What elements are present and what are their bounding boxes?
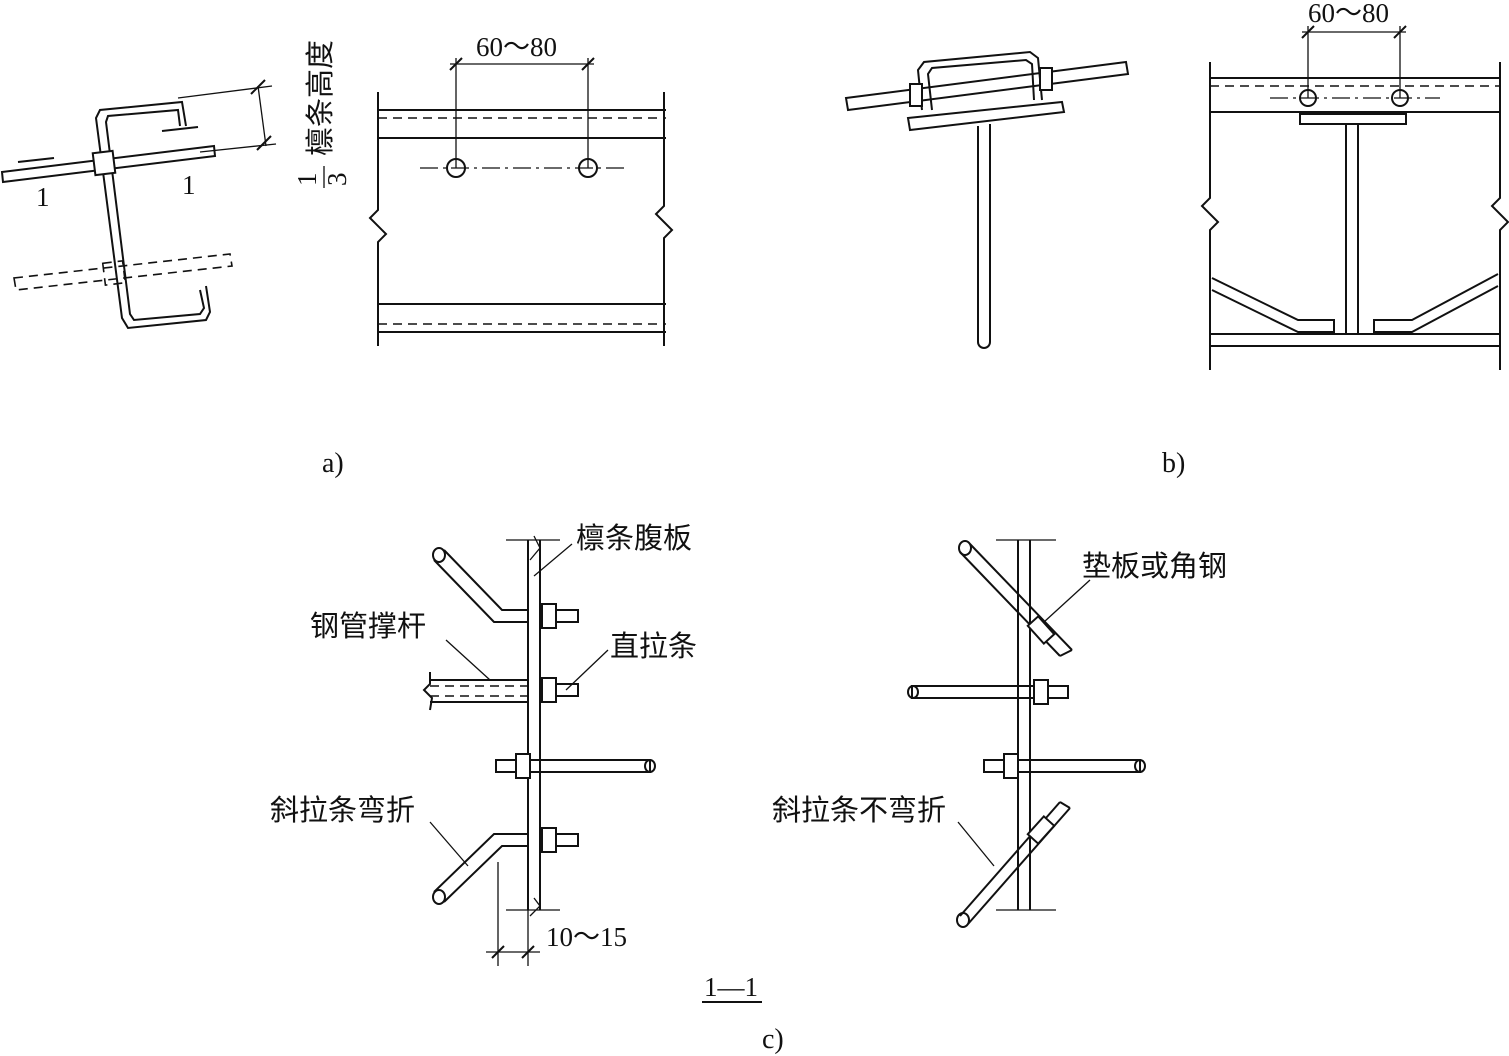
label-steel-pipe-strut: 钢管撑杆 [310,609,426,643]
figure-a-elevation: 60～80 [368,32,674,346]
diag-bent-upper-a [433,559,528,623]
break-line-b-right [1490,62,1509,370]
leader-pad [1043,579,1091,623]
section-cut-left [17,157,55,163]
nut-c3 [515,753,531,779]
leader-pipe [445,639,491,681]
height-label: 檩条高度 [303,40,337,156]
label-purlin-web: 檩条腹板 [576,521,692,555]
height-dimension-label: 1 3 檩条高度 [292,40,352,188]
diag-bent-lower-b [443,845,528,903]
diagonal-left-b [1211,277,1335,333]
diagonal-right-b [1373,273,1499,333]
tie-rod-dashed [13,253,233,291]
leader-not-bent [957,821,995,867]
straight-rod-through [495,759,651,773]
nut-c4 [541,827,557,853]
nut-c2 [541,677,557,703]
figure-b-elevation: 60～80 [1200,0,1509,370]
break-line-left [368,92,388,346]
label-straight-tie-rod: 直拉条 [610,629,697,663]
nut-r1 [1026,614,1056,646]
nut-r4 [1026,814,1056,846]
figure-c-left: 10～15 檩条腹板 钢管撑杆 直拉条 斜拉条弯折 [270,521,697,966]
base-plate-b [906,100,1066,132]
spacing-label-a: 60～80 [476,32,557,62]
rod-r2 [911,685,1069,699]
diag-bent-upper-b [443,549,528,611]
section-cut-right [161,126,199,132]
offset-label: 10～15 [546,922,627,952]
label-diagonal-bent: 斜拉条弯折 [270,793,415,827]
figure-b-section [844,50,1130,349]
channel-clip-inner [926,58,1035,111]
tie-rod-solid [0,144,217,184]
dim-tick-top [250,79,266,95]
tie-rod-b [844,60,1130,112]
section-title: 1—1 [704,972,758,1002]
nut-dashed [101,259,127,287]
dim-tick-bottom [256,135,272,151]
rod-r3 [983,759,1141,773]
straight-rod-stub [539,683,579,697]
hanger-rod-b [977,124,991,349]
nut-b-left [909,83,923,107]
leader-bent [429,821,469,867]
caption-c: c) [762,1024,784,1055]
nut-r2 [1033,679,1049,705]
dim-ext-bottom [199,143,277,153]
section-mark-right: 1 [182,170,196,200]
diag-bent-lower-a [433,833,528,893]
dim-line-a [257,85,267,147]
leader-web [533,543,573,577]
figure-c-right: 垫板或角钢 斜拉条不弯折 [772,539,1227,928]
fraction-denominator: 3 [322,173,352,187]
section-mark-left: 1 [36,182,50,212]
fraction-numerator: 1 [292,173,322,187]
z-purlin-outer [94,100,212,330]
caption-a: a) [322,448,344,479]
nut-a [91,149,117,177]
label-pad-or-angle: 垫板或角钢 [1082,549,1227,583]
nut-c1 [541,603,557,629]
z-purlin-inner [104,108,206,322]
channel-clip-outer [916,50,1043,111]
top-plate-b [1299,113,1407,125]
break-line-right [654,92,674,346]
spacing-label-b: 60～80 [1308,0,1389,28]
leader-straight [565,649,609,691]
pipe-break [422,672,434,711]
nut-r3 [1003,753,1019,779]
break-line-b-left [1200,62,1220,370]
nut-b-right [1039,67,1053,91]
caption-b: b) [1162,448,1185,479]
label-diagonal-not-bent: 斜拉条不弯折 [772,793,946,827]
figure-a-section: 1 1 1 3 檩条高度 [0,40,352,330]
